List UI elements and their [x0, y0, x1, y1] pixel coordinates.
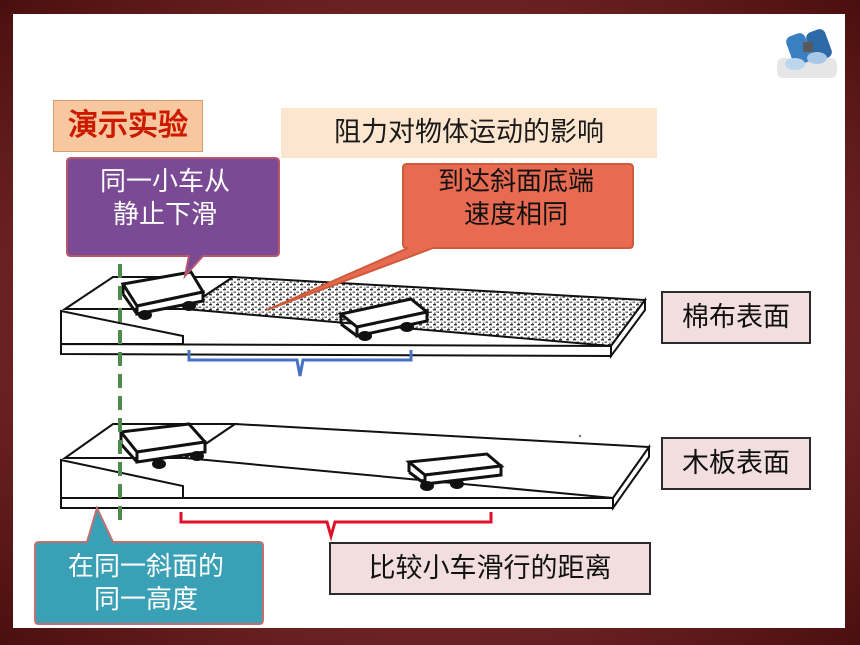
cart-cotton-stop [337, 297, 431, 341]
callout-speed-line2: 速度相同 [463, 200, 568, 231]
slide-canvas: 演示实验 阻力对物体运动的影响 同一小车从 静止下滑 到达斜面底端 速度相同 在… [13, 14, 845, 628]
callout-speed: 到达斜面底端 速度相同 [401, 166, 631, 233]
callout-same-cart: 同一小车从 静止下滑 [65, 166, 265, 233]
brace-cotton-distance [187, 350, 413, 377]
callout-same-cart-line1: 同一小车从 [99, 167, 230, 197]
surface-label-cotton: 棉布表面 [661, 291, 811, 344]
brace-wood-distance [179, 512, 493, 542]
stray-dot [578, 434, 582, 438]
callout-height-line1: 在同一斜面的 [67, 552, 224, 582]
surface-label-wood: 木板表面 [661, 437, 811, 490]
callout-same-cart-line2: 静止下滑 [112, 200, 217, 231]
callout-height: 在同一斜面的 同一高度 [33, 551, 259, 618]
board-end-2 [612, 443, 650, 512]
callout-height-shape [34, 505, 264, 625]
callout-height-line2: 同一高度 [93, 585, 198, 616]
experiment-diagram [34, 157, 651, 625]
cart-top-ramp [120, 270, 206, 320]
callout-speed-shape [266, 163, 634, 311]
compare-distance-label: 比较小车滑行的距离 [329, 542, 651, 595]
binoculars-icon[interactable] [775, 24, 839, 80]
callout-speed-line1: 到达斜面底端 [437, 167, 594, 197]
callout-same-cart-shape [66, 157, 280, 280]
board-edge-1 [60, 342, 612, 358]
board-edge-2 [60, 497, 614, 509]
cart-top-ramp-2 [118, 422, 208, 469]
demo-experiment-label: 演示实验 [53, 100, 203, 152]
topic-title: 阻力对物体运动的影响 [281, 108, 657, 158]
cart-wood-stop [405, 452, 505, 491]
board-end-1 [610, 296, 646, 360]
